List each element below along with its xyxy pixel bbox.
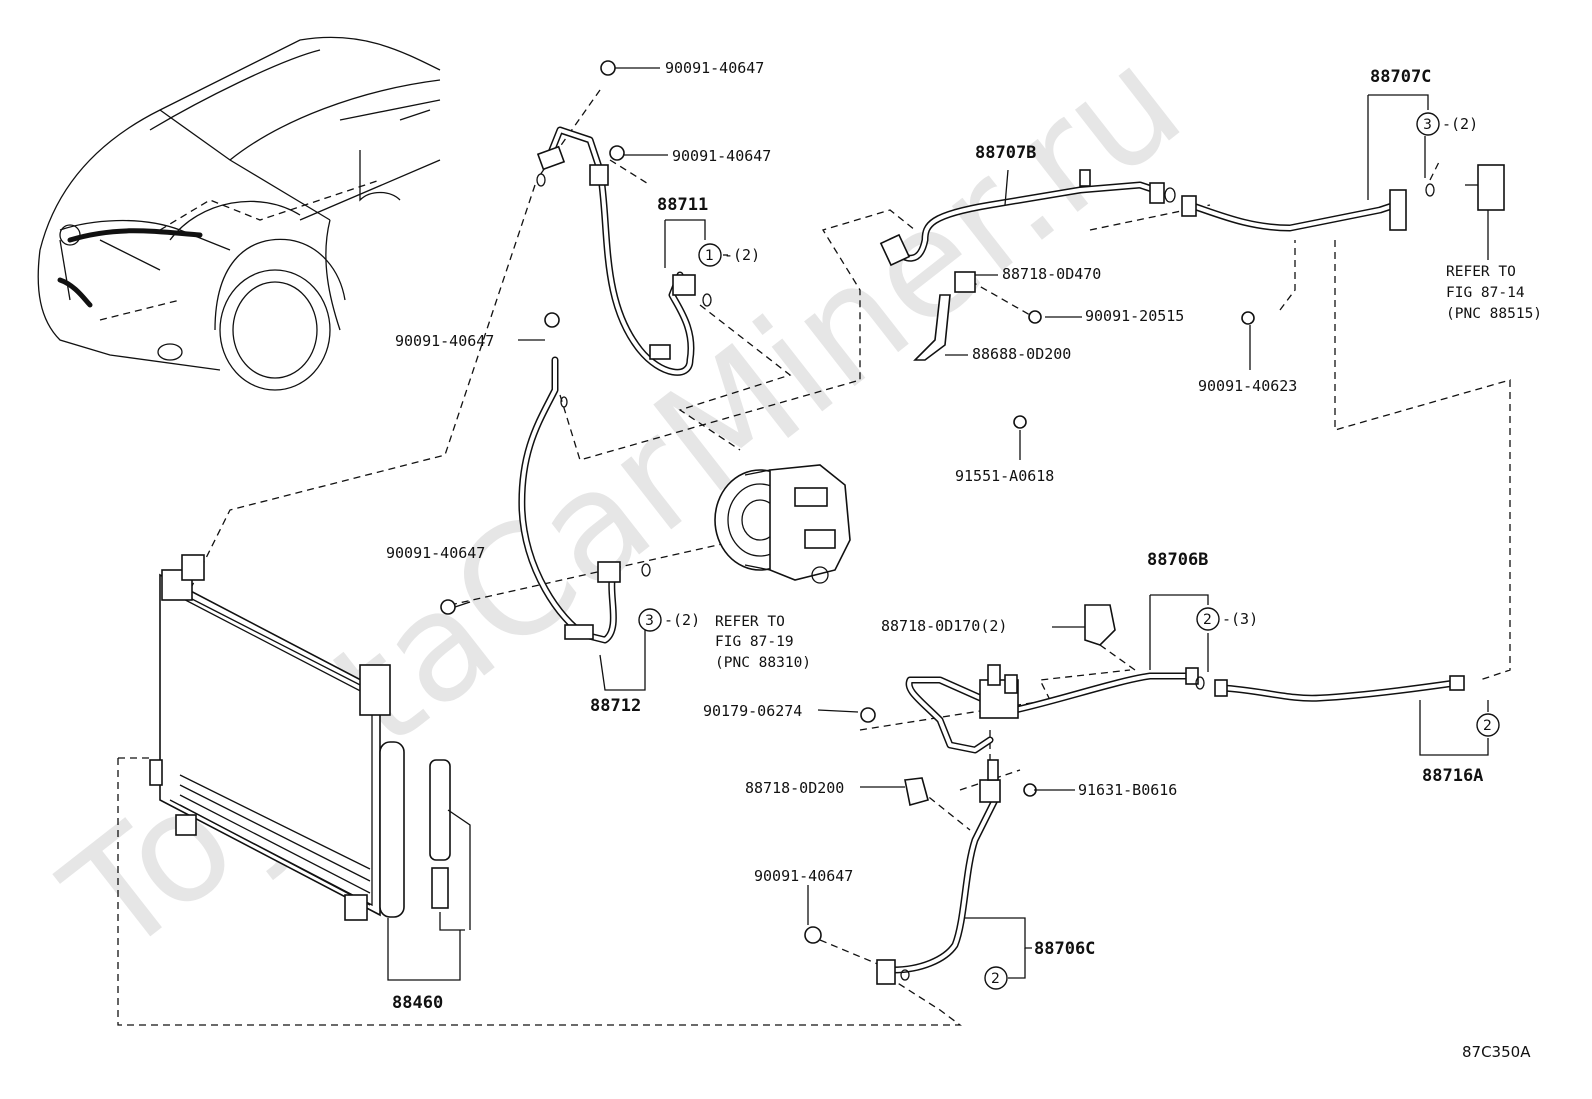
part-label-90091-20515[interactable]: 90091-20515 <box>1085 307 1184 325</box>
ref-fig-87-19[interactable]: REFER TO FIG 87-19 (PNC 88310) <box>715 614 811 671</box>
part-label-88706C[interactable]: 88706C <box>1034 939 1095 959</box>
pipe-88707B <box>879 169 1176 267</box>
svg-text:3: 3 <box>645 613 654 629</box>
svg-text:-(2): -(2) <box>1442 115 1478 133</box>
compressor <box>714 464 851 584</box>
part-label-91551-A0618[interactable]: 91551-A0618 <box>955 467 1054 485</box>
part-label-88460[interactable]: 88460 <box>392 993 443 1013</box>
svg-text:FIG 87-14: FIG 87-14 <box>1446 285 1525 301</box>
pipe-88711 <box>536 126 712 376</box>
callout-3-right: 3 -(2) <box>1416 112 1478 136</box>
pipe-88712 <box>518 356 651 644</box>
part-label-90179-06274[interactable]: 90179-06274 <box>703 702 802 720</box>
part-label-88706B[interactable]: 88706B <box>1147 550 1208 570</box>
svg-text:-(2): -(2) <box>724 246 760 264</box>
svg-text:3: 3 <box>1423 117 1432 133</box>
pipe-88706C <box>804 759 1037 985</box>
vehicle-illustration <box>37 36 441 391</box>
callout-2-88706B: 2 -(3) <box>1196 607 1258 631</box>
svg-text:-(3): -(3) <box>1222 610 1258 628</box>
part-label-90091-40647-left[interactable]: 90091-40647 <box>395 332 494 350</box>
part-label-90091-40647-mid[interactable]: 90091-40647 <box>386 544 485 562</box>
svg-text:-(2): -(2) <box>664 611 700 629</box>
part-label-88707C[interactable]: 88707C <box>1370 67 1431 87</box>
callout-3-left: 3 -(2) <box>638 608 700 632</box>
part-label-88711[interactable]: 88711 <box>657 195 708 215</box>
callout-2-88716A: 2 <box>1476 713 1500 737</box>
diagram-code: 87C350A <box>1462 1043 1531 1061</box>
part-label-90091-40647-b[interactable]: 90091-40647 <box>672 147 771 165</box>
svg-text:2: 2 <box>1203 612 1212 628</box>
pipe-88706B <box>1011 667 1205 714</box>
part-label-88712[interactable]: 88712 <box>590 696 641 716</box>
svg-text:2: 2 <box>991 971 1000 987</box>
svg-text:REFER TO: REFER TO <box>715 614 785 630</box>
part-label-88718-0D170[interactable]: 88718-0D170(2) <box>881 617 1007 635</box>
part-label-88707B[interactable]: 88707B <box>975 143 1036 163</box>
part-label-90091-40623[interactable]: 90091-40623 <box>1198 377 1297 395</box>
callout-2-88706C: 2 <box>984 966 1008 990</box>
svg-text:(PNC 88515): (PNC 88515) <box>1446 306 1542 322</box>
junction-block <box>860 604 1116 754</box>
callout-1: 1 -(2) <box>698 243 760 267</box>
condenser <box>149 554 471 981</box>
pipe-88716A <box>1214 675 1465 702</box>
part-label-88688-0D200[interactable]: 88688-0D200 <box>972 345 1071 363</box>
svg-text:(PNC 88310): (PNC 88310) <box>715 655 811 671</box>
part-label-88718-0D470[interactable]: 88718-0D470 <box>1002 265 1101 283</box>
svg-text:1: 1 <box>705 248 714 264</box>
svg-text:FIG 87-19: FIG 87-19 <box>715 634 794 650</box>
svg-text:REFER TO: REFER TO <box>1446 264 1516 280</box>
pipe-88707C <box>1181 164 1505 232</box>
svg-text:2: 2 <box>1483 718 1492 734</box>
part-label-88716A[interactable]: 88716A <box>1422 766 1483 786</box>
brackets-upper <box>913 271 1255 429</box>
part-label-90091-40647-top[interactable]: 90091-40647 <box>665 59 764 77</box>
part-label-88718-0D200[interactable]: 88718-0D200 <box>745 779 844 797</box>
ref-fig-87-14[interactable]: REFER TO FIG 87-14 (PNC 88515) <box>1446 264 1542 322</box>
label-leaders <box>454 67 1489 979</box>
part-label-91631-B0616[interactable]: 91631-B0616 <box>1078 781 1177 799</box>
part-label-90091-40647-bot[interactable]: 90091-40647 <box>754 867 853 885</box>
